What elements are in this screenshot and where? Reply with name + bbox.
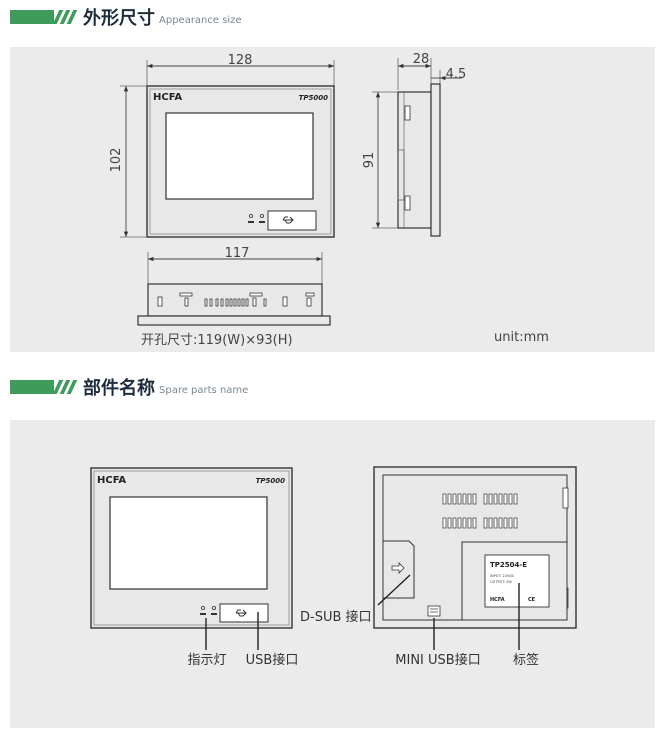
nameplate-input: INPUT: 24VDC — [490, 574, 515, 578]
unit-label: unit:mm — [494, 330, 549, 345]
side-height-dimension: 91 — [362, 152, 377, 169]
mini-usb-port — [427, 605, 441, 617]
screen — [165, 112, 314, 200]
section-header-appearance: 外形尺寸 Appearance size — [10, 4, 242, 30]
model-logo: TP5000 — [299, 94, 329, 102]
mini-usb-label: MINI USB接口 — [395, 652, 480, 668]
section-subtitle: Appearance size — [159, 14, 242, 26]
screen — [109, 496, 268, 590]
front-view-parts: HCFA TP5000 — [90, 467, 293, 650]
nameplate-label: 标签 — [513, 652, 539, 668]
brand-logo: HCFA — [153, 92, 182, 103]
brand-logo: HCFA — [97, 475, 126, 486]
dsub-label: D-SUB 接口 — [300, 609, 372, 625]
back-view: TP2504-E INPUT: 24VDC OUTPUT: 5W HCFA CE — [373, 466, 577, 650]
cutout-size: 开孔尺寸:119(W)×93(H) — [141, 333, 293, 348]
usb-icon — [282, 216, 294, 224]
height-dimension: 102 — [109, 148, 124, 173]
nameplate-output: OUTPUT: 5W — [490, 580, 512, 584]
depth-dimension: 28 — [413, 52, 430, 67]
front-view: 128 102 HCFA TP5000 — [109, 53, 335, 238]
header-accent-bar — [10, 380, 54, 394]
usb-icon — [235, 609, 247, 617]
nameplate-model: TP2504-E — [490, 561, 527, 569]
nameplate-ce: CE — [528, 597, 536, 603]
bezel-dimension: 4.5 — [446, 67, 467, 82]
bottom-width-dimension: 117 — [225, 246, 250, 261]
section-header-parts: 部件名称 Spare parts name — [10, 374, 248, 400]
side-view: 28 4.5 91 — [362, 52, 467, 237]
dsub-arrow-icon — [391, 562, 405, 574]
header-accent-bar — [10, 10, 54, 24]
section-subtitle: Spare parts name — [159, 384, 249, 396]
width-dimension: 128 — [228, 53, 253, 68]
bottom-view: 117 — [137, 246, 331, 326]
model-logo: TP5000 — [256, 477, 286, 485]
nameplate — [484, 554, 550, 608]
section-title: 部件名称 — [83, 378, 155, 399]
nameplate-brand: HCFA — [490, 597, 505, 603]
usb-label: USB接口 — [246, 652, 299, 668]
section-title: 外形尺寸 — [83, 8, 155, 29]
indicator-label: 指示灯 — [187, 653, 226, 668]
